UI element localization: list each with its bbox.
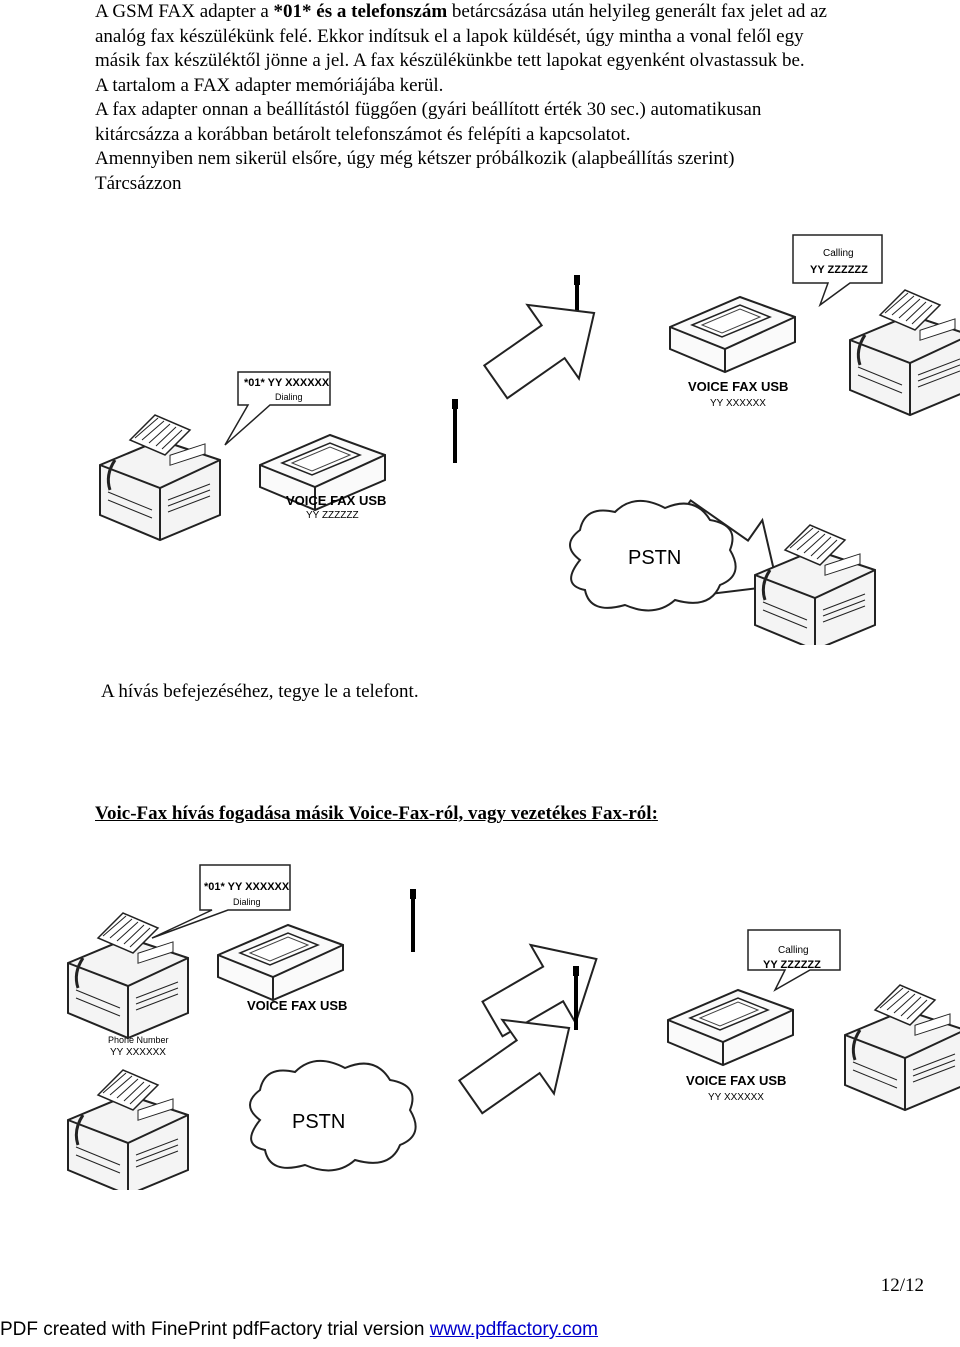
intro-line: A fax adapter onnan a beállítástól függő… xyxy=(95,99,762,120)
antenna-right-2 xyxy=(573,966,579,1030)
pstn-label-2: PSTN xyxy=(292,1111,345,1133)
hangup-note: A hívás befejezéséhez, tegye le a telefo… xyxy=(101,681,419,702)
right-device-label: VOICE FAX USB xyxy=(688,379,788,394)
voice-fax-usb-left-2 xyxy=(217,924,344,1001)
fax-machine-left xyxy=(98,413,222,542)
calling-bubble: Calling YY ZZZZZZ xyxy=(792,234,883,308)
calling-title: Calling xyxy=(823,248,854,259)
phone-number-value: YY XXXXXX xyxy=(110,1047,166,1058)
calling-title-2: Calling xyxy=(778,945,809,956)
intro-line: Amennyiben nem sikerül elsőre, úgy még k… xyxy=(95,148,735,169)
right-device-number-2: YY XXXXXX xyxy=(708,1092,764,1103)
dialing-title-2: Dialing xyxy=(233,897,261,907)
right-device-number: YY XXXXXX xyxy=(710,398,766,409)
intro-line: Tárcsázzon xyxy=(95,172,182,194)
dialing-number: *01* YY XXXXXX xyxy=(244,377,330,389)
antenna-left xyxy=(452,399,458,463)
intro-line: A tartalom a FAX adapter memóriájába ker… xyxy=(95,74,444,96)
left-device-label-2: VOICE FAX USB xyxy=(247,998,347,1013)
intro-paragraph: A GSM FAX adapter a *01* és a telefonszá… xyxy=(95,0,935,196)
dialing-bubble: *01* YY XXXXXX Dialing xyxy=(224,371,331,446)
pdf-footer: PDF created with FinePrint pdfFactory tr… xyxy=(0,1319,599,1340)
fax-machine-left-bottom xyxy=(66,1068,190,1190)
calling-bubble-2: Calling YY ZZZZZZ xyxy=(747,929,841,992)
antenna-left-2 xyxy=(410,889,416,952)
dialing-number-2: *01* YY XXXXXX xyxy=(204,881,290,893)
intro-line: kitárcsázza a korábban betárolt telefons… xyxy=(95,123,631,145)
intro-bold-code: *01* és a telefonszám xyxy=(273,1,448,22)
left-device-label: VOICE FAX USB xyxy=(286,493,386,508)
fax-machine-right-top xyxy=(848,288,960,417)
phone-number-title: Phone Number xyxy=(108,1035,169,1045)
intro-line-1: A GSM FAX adapter a *01* és a telefonszá… xyxy=(95,1,827,22)
section-heading: Voic-Fax hívás fogadása másik Voice-Fax-… xyxy=(95,803,658,824)
pdffactory-link[interactable]: www.pdffactory.com xyxy=(429,1319,599,1340)
arrow-up-right xyxy=(469,275,621,420)
diagram-receiving-fax: *01* YY XXXXXX Dialing VOICE FAX USB Pho… xyxy=(66,864,960,1190)
calling-number-2: YY ZZZZZZ xyxy=(763,959,821,971)
page-number: 12/12 xyxy=(880,1275,924,1296)
diagram-sending-fax: Calling YY ZZZZZZ VOICE FAX USB YY XXXXX… xyxy=(98,234,960,645)
pstn-label: PSTN xyxy=(628,547,681,569)
dialing-bubble-2: *01* YY XXXXXX Dialing xyxy=(151,864,291,939)
intro-line: analóg fax készülékünk felé. Ekkor indít… xyxy=(95,25,804,47)
fax-machine-right-2 xyxy=(843,983,960,1112)
voice-fax-usb-right xyxy=(669,296,796,373)
left-device-number: YY ZZZZZZ xyxy=(306,510,359,521)
right-device-label-2: VOICE FAX USB xyxy=(686,1073,786,1088)
dialing-title: Dialing xyxy=(275,392,303,402)
fax-machine-right-bottom xyxy=(753,523,877,645)
intro-line: másik fax készüléktől jönne a jel. A fax… xyxy=(95,50,805,71)
calling-number: YY ZZZZZZ xyxy=(810,264,868,276)
voice-fax-usb-right-2 xyxy=(667,989,794,1066)
